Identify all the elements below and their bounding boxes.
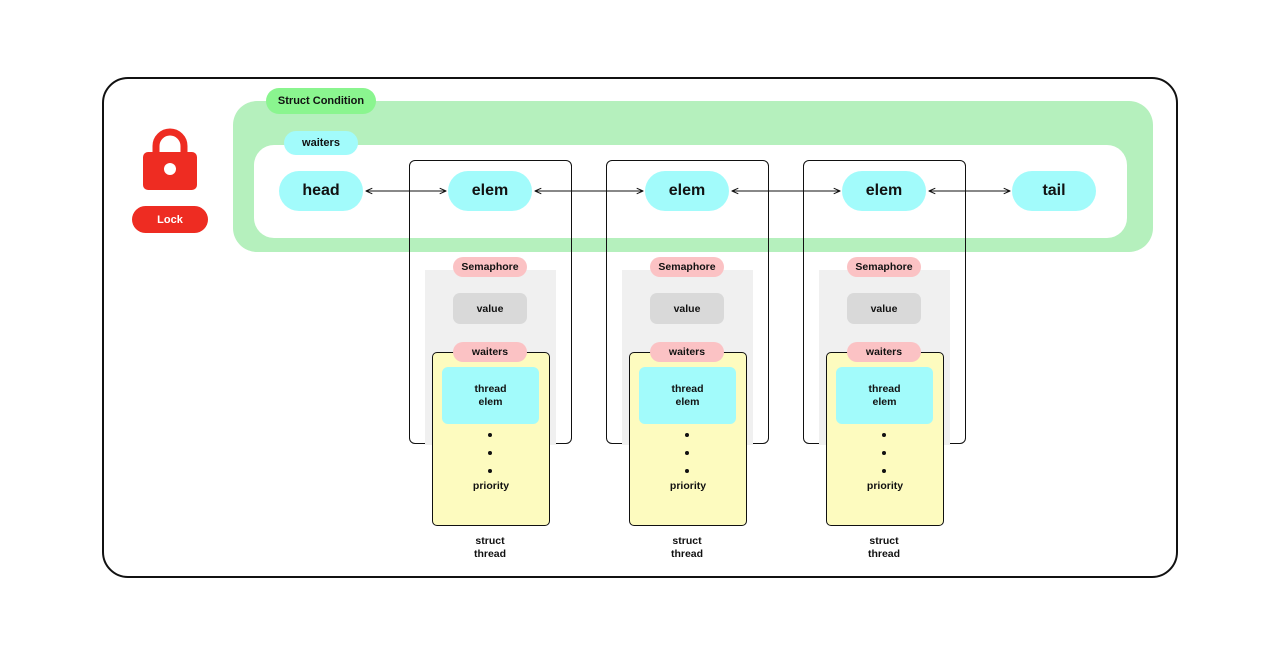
semaphore-waiters-tag: waiters [453,342,527,362]
condition-waiters-tag: waiters [284,131,358,155]
struct-thread-caption: struct thread [647,535,727,561]
caption-line2: thread [670,548,704,560]
value-field: value [847,293,921,324]
elem-node: elem [448,171,532,211]
head-node: head [279,171,363,211]
caption-line1: struct [475,535,505,547]
semaphore-tag: Semaphore [847,257,921,277]
thread-elem-line1: thread [474,382,507,395]
value-field: value [650,293,724,324]
ellipsis-dot [882,451,886,455]
ellipsis-dot [685,451,689,455]
priority-label: priority [669,480,707,492]
caption-line2: thread [867,548,901,560]
caption-line2: thread [473,548,507,560]
ellipsis-dot [685,433,689,437]
lock-label: Lock [132,206,208,233]
semaphore-tag: Semaphore [650,257,724,277]
struct-condition-tag: Struct Condition [266,88,376,114]
value-field: value [453,293,527,324]
ellipsis-dot [685,469,689,473]
struct-thread-caption: struct thread [844,535,924,561]
thread-elem-line2: elem [872,395,897,408]
priority-label: priority [866,480,904,492]
lock-icon [140,126,200,192]
diagram-frame [102,77,1178,578]
thread-elem-line2: elem [478,395,503,408]
thread-elem-line2: elem [675,395,700,408]
elem-node: elem [842,171,926,211]
priority-label: priority [472,480,510,492]
thread-elem-box: thread elem [639,367,736,424]
ellipsis-dot [488,469,492,473]
elem-node: elem [645,171,729,211]
caption-line1: struct [672,535,702,547]
thread-elem-line1: thread [868,382,901,395]
semaphore-tag: Semaphore [453,257,527,277]
tail-node: tail [1012,171,1096,211]
ellipsis-dot [488,451,492,455]
caption-line1: struct [869,535,899,547]
ellipsis-dot [488,433,492,437]
ellipsis-dot [882,469,886,473]
thread-elem-box: thread elem [442,367,539,424]
thread-elem-box: thread elem [836,367,933,424]
semaphore-waiters-tag: waiters [847,342,921,362]
struct-thread-caption: struct thread [450,535,530,561]
thread-elem-line1: thread [671,382,704,395]
ellipsis-dot [882,433,886,437]
semaphore-waiters-tag: waiters [650,342,724,362]
